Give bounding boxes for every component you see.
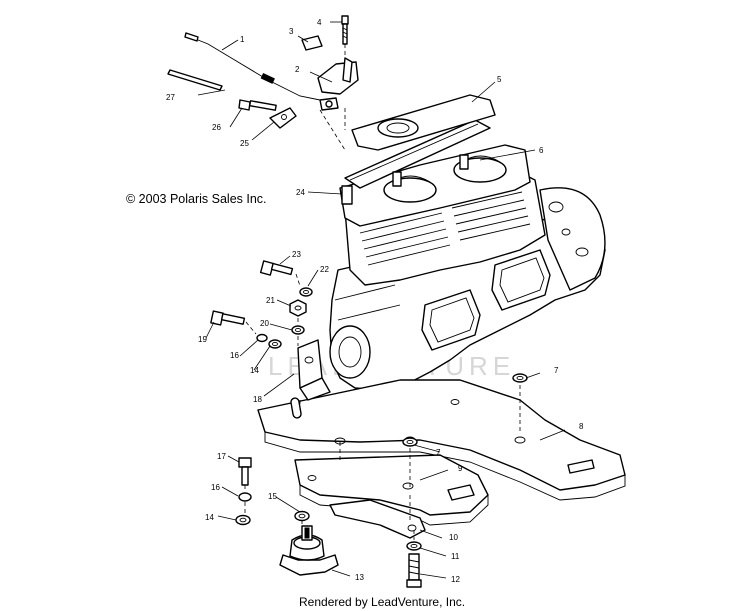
callout-10: 10 bbox=[449, 533, 458, 542]
callout-14-lower: 14 bbox=[205, 513, 214, 522]
callout-3: 3 bbox=[289, 27, 294, 36]
callout-numbers: 1 2 3 4 5 6 7 7 8 9 10 11 12 13 14 14 15… bbox=[166, 18, 584, 584]
callout-22: 22 bbox=[320, 265, 329, 274]
engine-assembly bbox=[329, 94, 606, 391]
mounting-bracket bbox=[297, 339, 331, 401]
callout-5: 5 bbox=[497, 75, 502, 84]
callout-16-upper: 16 bbox=[230, 351, 239, 360]
callout-7-lower: 7 bbox=[436, 448, 441, 457]
callout-12: 12 bbox=[451, 575, 460, 584]
leader-lines bbox=[197, 21, 566, 579]
callout-4: 4 bbox=[317, 18, 322, 27]
fasteners bbox=[167, 15, 528, 588]
assembly-lines bbox=[244, 44, 521, 540]
callout-23: 23 bbox=[292, 250, 301, 259]
callout-7-upper: 7 bbox=[554, 366, 559, 375]
callout-16-lower: 16 bbox=[211, 483, 220, 492]
callout-1: 1 bbox=[240, 35, 245, 44]
callout-6: 6 bbox=[539, 146, 544, 155]
callout-25: 25 bbox=[240, 139, 249, 148]
callout-11: 11 bbox=[451, 552, 460, 561]
rubber-motor-mount bbox=[279, 525, 339, 576]
callout-14-upper: 14 bbox=[250, 366, 259, 375]
callout-15: 15 bbox=[268, 492, 277, 501]
callout-21: 21 bbox=[266, 296, 275, 305]
spacer-plate bbox=[329, 499, 426, 539]
callout-13: 13 bbox=[355, 573, 364, 582]
callout-24: 24 bbox=[296, 188, 305, 197]
callout-17: 17 bbox=[217, 452, 226, 461]
callout-9: 9 bbox=[458, 464, 463, 473]
callout-19: 19 bbox=[198, 335, 207, 344]
base-plate bbox=[294, 454, 489, 526]
callout-20: 20 bbox=[260, 319, 269, 328]
callout-27: 27 bbox=[166, 93, 175, 102]
callout-2: 2 bbox=[295, 65, 300, 74]
callout-8: 8 bbox=[579, 422, 584, 431]
copyright-notice: © 2003 Polaris Sales Inc. bbox=[126, 192, 267, 206]
callout-18: 18 bbox=[253, 395, 262, 404]
callout-26: 26 bbox=[212, 123, 221, 132]
rendered-by-credit: Rendered by LeadVenture, Inc. bbox=[299, 595, 466, 609]
